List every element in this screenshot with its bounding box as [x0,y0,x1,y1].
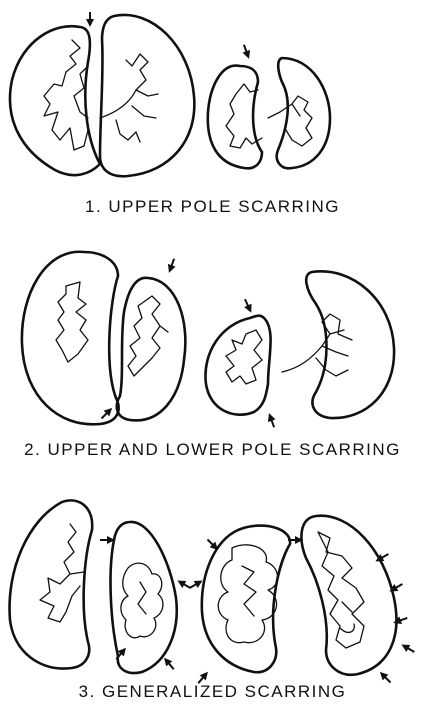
panel3-kidney-4 [301,516,396,675]
panel2-kidney-4 [306,271,394,418]
arrow-icon [175,577,192,591]
panel2-pelvis-2 [128,296,168,376]
arrow-icon [161,655,177,672]
arrow-icon [165,257,178,274]
panel2-pelvis-1 [56,282,88,362]
panel3-pelvis-1 [40,524,84,622]
panel1-pelvis-right [100,54,158,142]
arrow-icon [240,43,253,60]
panel2-kidney-1 [22,252,119,425]
panel2-pelvis-4 [282,314,352,376]
panel2-pelvis-3 [226,330,262,384]
panel1-kidney-small-right [277,58,330,168]
arrow-icon [241,297,255,314]
panel1-kidney-left [10,26,100,175]
panel-3-generalized [10,500,417,685]
arrow-icon [399,641,416,655]
panel3-pelvis-4 [318,532,364,648]
panel-1-caption: 1. UPPER POLE SCARRING [0,197,425,217]
panel1-kidney-small-left [208,66,262,169]
arrow-icon [392,614,409,627]
panel-3-caption: 3. GENERALIZED SCARRING [0,682,425,702]
arrow-icon [86,12,94,27]
arrow-icon [265,412,278,429]
panel3-pelvis-3 [218,545,277,643]
panel2-kidney-3 [205,316,270,415]
panel1-pelvis-left [44,40,88,150]
panel3-kidney-1 [10,500,93,668]
panel-1-upper-pole [10,12,330,176]
panel-2-caption: 2. UPPER AND LOWER POLE SCARRING [0,440,425,460]
panel2-kidney-2 [117,278,186,421]
panel-2-upper-lower-pole [22,252,394,429]
panel3-pelvis-2 [121,563,163,638]
panel1-pelvis-small-right [268,96,312,146]
